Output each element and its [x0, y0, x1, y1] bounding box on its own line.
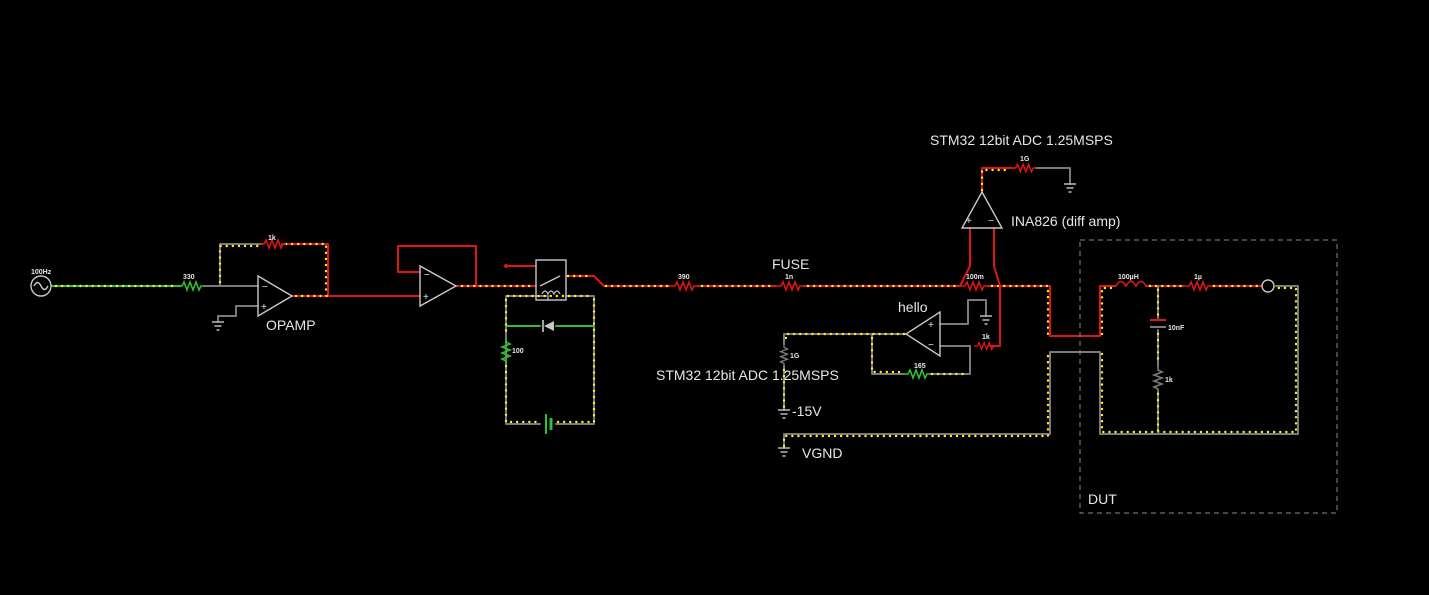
svg-text:+: +	[261, 302, 267, 313]
svg-text:−: −	[928, 340, 934, 351]
r-amp-in-label: 1k	[982, 334, 990, 341]
ac-source-icon	[30, 275, 52, 297]
inductor-icon	[1115, 280, 1147, 288]
capacitor-icon	[1150, 319, 1166, 328]
dut-label: DUT	[1088, 491, 1117, 507]
r-dut-shunt-label: 1k	[1165, 377, 1173, 384]
ground-icon	[980, 315, 992, 325]
resistor-1g-top	[1011, 163, 1037, 173]
svg-text:−: −	[262, 282, 268, 293]
hello-amp-icon: + −	[904, 310, 941, 358]
ground-icon	[778, 447, 790, 457]
resistor-165	[903, 369, 931, 379]
ina826-icon: + −	[960, 190, 1004, 229]
neg-supply-label: -15V	[792, 403, 822, 419]
dut-box	[1079, 239, 1338, 514]
r-branch-label: 100	[512, 348, 524, 355]
labels: 100Hz 330 1k OPAMP 390 FUSE 1n STM32 12b…	[31, 132, 1202, 507]
ground-icon	[1064, 183, 1076, 193]
components: − + − + + − + −	[30, 163, 1338, 514]
l-dut-label: 100µH	[1118, 274, 1139, 281]
ina-label: INA826 (diff amp)	[1011, 213, 1120, 229]
r-adc-left-label: 1G	[790, 353, 800, 360]
adc-left-label: STM32 12bit ADC 1.25MSPS	[656, 367, 839, 383]
svg-text:−: −	[424, 270, 430, 281]
diode-icon	[542, 320, 554, 332]
vgnd-label: VGND	[802, 445, 842, 461]
resistor-1g-left	[779, 343, 789, 367]
svg-text:+: +	[966, 216, 972, 227]
r-feedback-label: 1k	[268, 235, 276, 242]
shunt-label: 100m	[966, 274, 984, 281]
r-amp-fb-label: 165	[914, 363, 926, 370]
fuse-resistor	[776, 281, 804, 291]
hello-label: hello	[898, 299, 928, 315]
shunt-resistor	[960, 281, 988, 291]
relay-switch-icon	[535, 259, 567, 301]
resistor-390	[670, 281, 698, 291]
c-dut-label: 10nF	[1168, 325, 1185, 332]
ground-icon	[778, 409, 790, 419]
svg-text:−: −	[988, 216, 994, 227]
output-terminal-icon	[1261, 279, 1275, 293]
fuse-label: FUSE	[772, 256, 809, 272]
ground-icon	[212, 321, 224, 331]
resistor-1k-dut	[1153, 365, 1163, 393]
svg-text:+: +	[423, 292, 429, 303]
r-dut-label: 1µ	[1194, 274, 1202, 281]
battery-icon	[545, 414, 553, 434]
svg-text:+: +	[928, 320, 934, 331]
buffer-opamp-icon: − +	[419, 264, 458, 308]
wires	[51, 167, 1299, 449]
r-adc-top-label: 1G	[1020, 156, 1030, 163]
resistor-dut	[1184, 281, 1212, 291]
opamp1-label: OPAMP	[266, 317, 316, 333]
r-in-label: 330	[183, 274, 195, 281]
adc-top-label: STM32 12bit ADC 1.25MSPS	[930, 132, 1113, 148]
resistor-330	[177, 281, 205, 291]
opamp-1-icon: − +	[257, 274, 294, 318]
fuse-value-label: 1n	[785, 274, 793, 281]
r-series-label: 390	[678, 274, 690, 281]
source-freq-label: 100Hz	[31, 269, 52, 276]
